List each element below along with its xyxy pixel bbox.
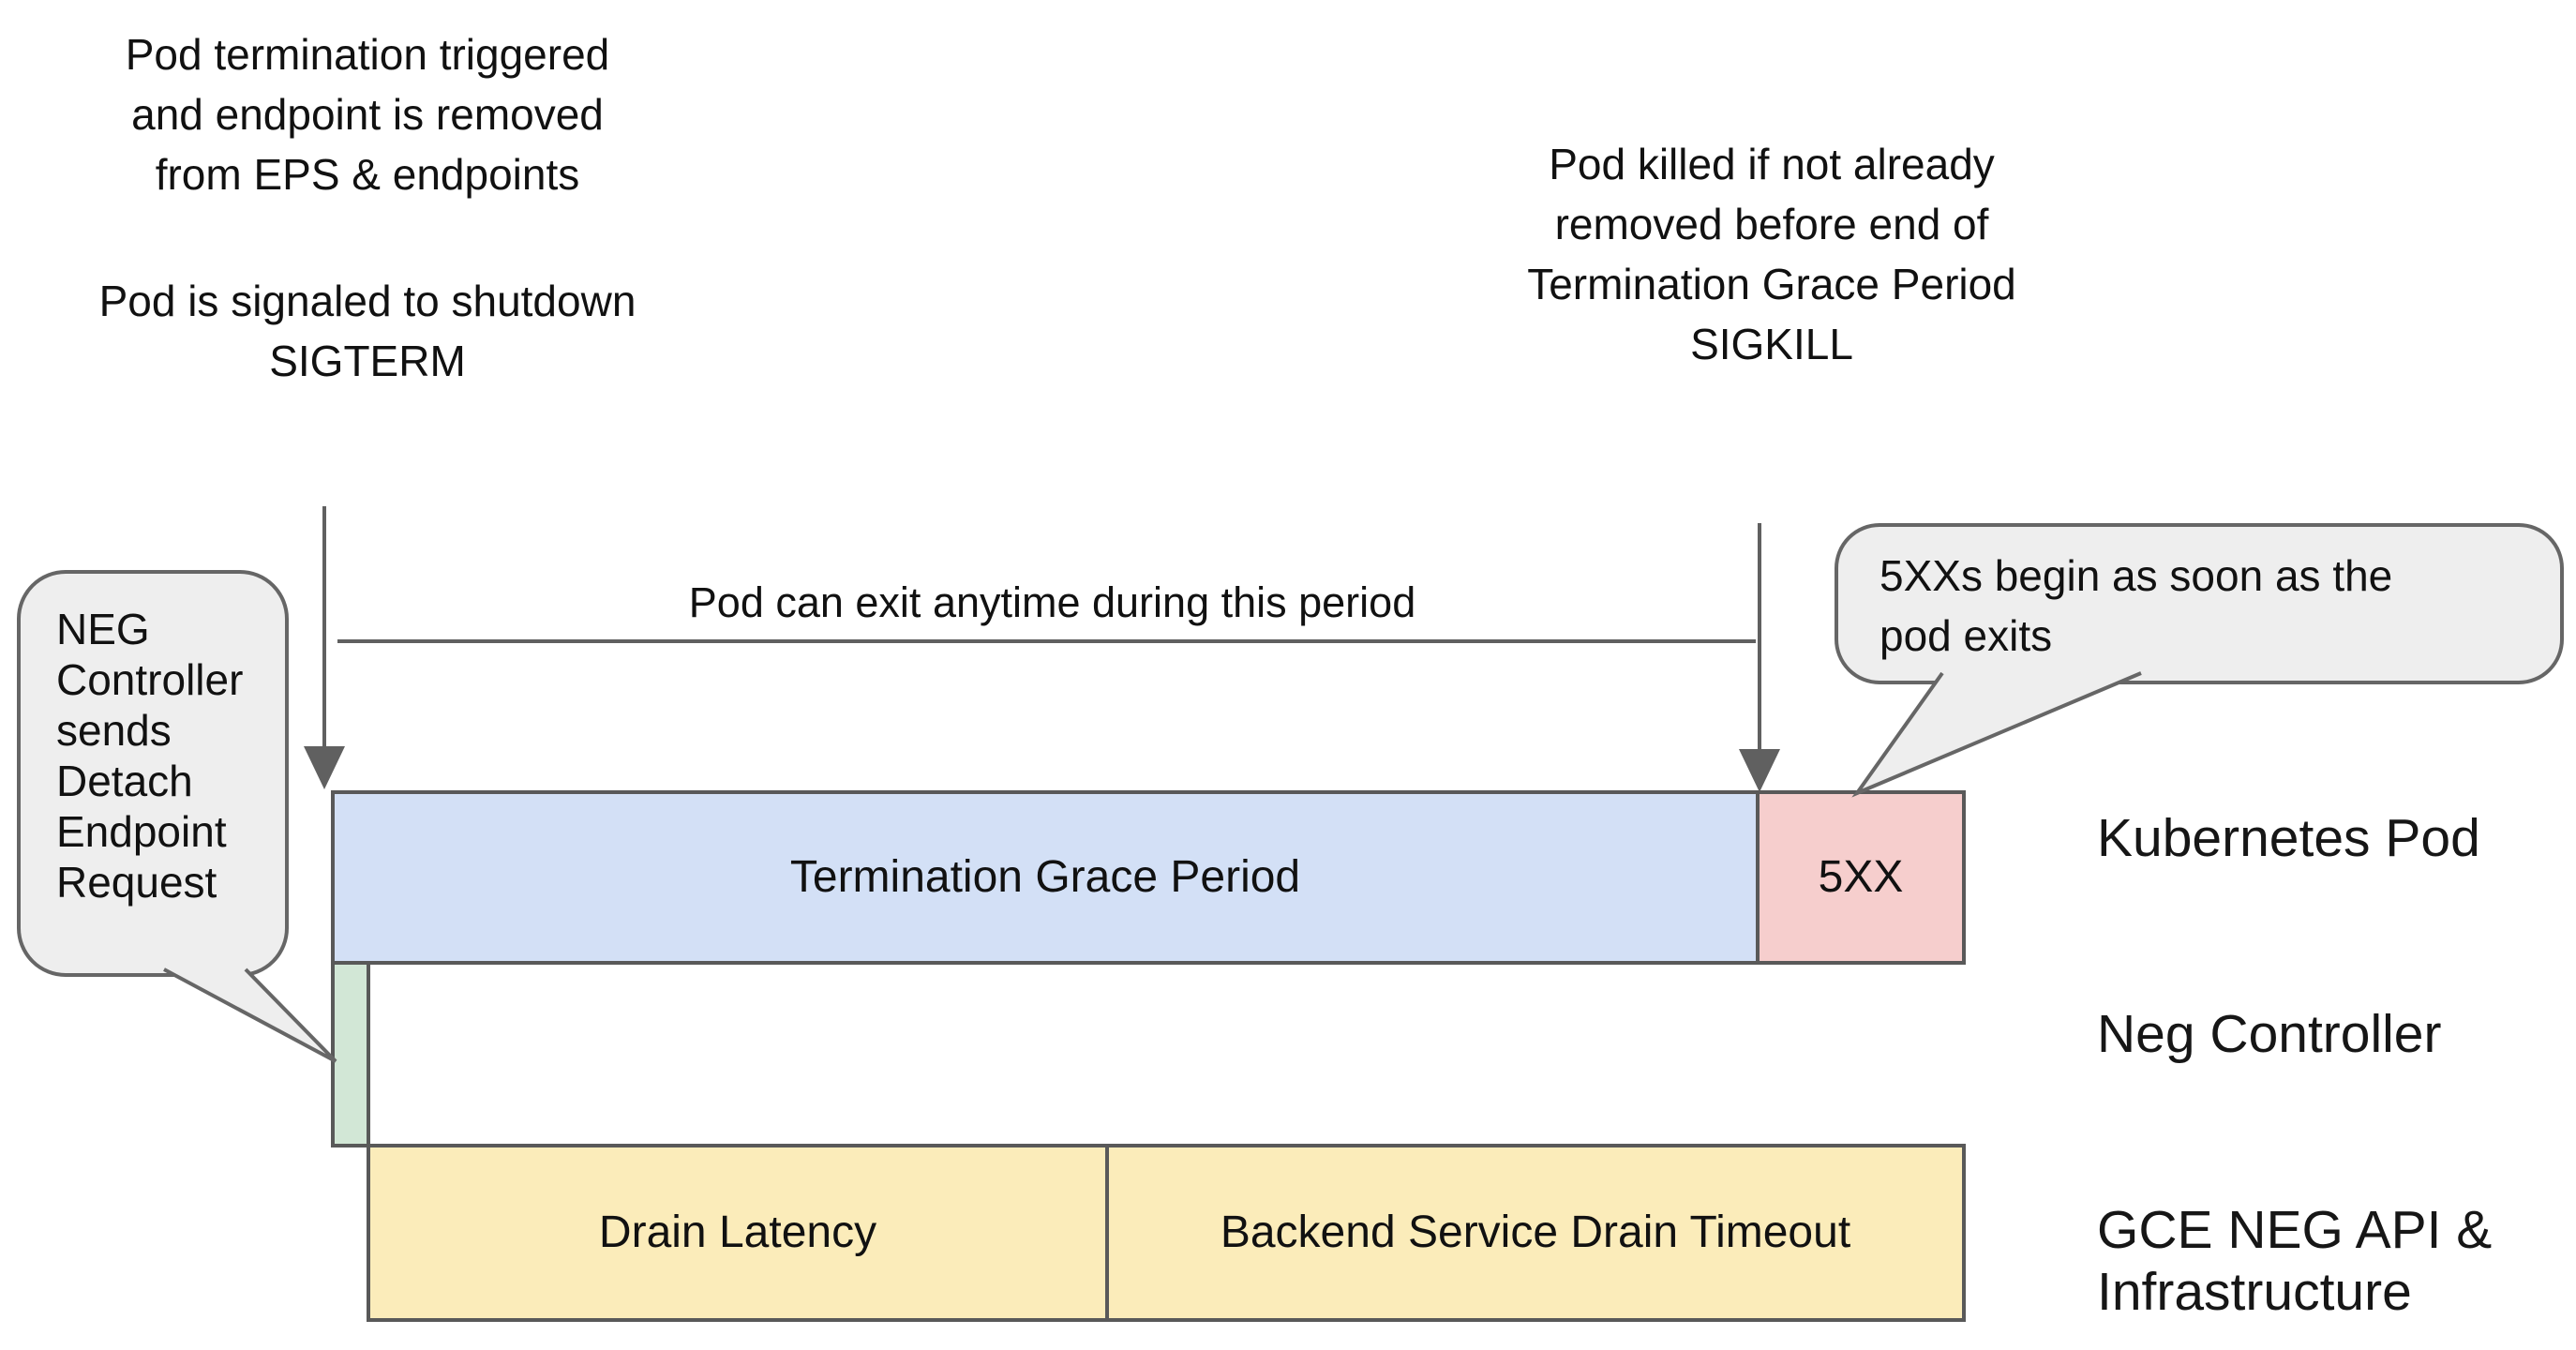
errors-5xx-label: 5XX <box>1818 852 1904 902</box>
drain-latency-label: Drain Latency <box>598 1208 877 1257</box>
row-label-kubernetes-pod: Kubernetes Pod <box>2097 808 2480 868</box>
errors-5xx-bar: 5XX <box>1756 790 1966 965</box>
note-pod-sigterm: Pod is signaled to shutdown SIGTERM <box>98 277 637 385</box>
gce-drain-bar: Drain Latency Backend Service Drain Time… <box>367 1144 1966 1322</box>
termination-grace-period-label: Termination Grace Period <box>789 852 1301 902</box>
drain-timeout-segment: Backend Service Drain Timeout <box>1109 1148 1962 1318</box>
sigkill-arrowhead-icon <box>1739 749 1780 792</box>
row-label-neg-controller: Neg Controller <box>2097 1004 2442 1064</box>
drain-timeout-label: Backend Service Drain Timeout <box>1220 1208 1851 1257</box>
callout-neg-tail-outline <box>163 968 337 1063</box>
callout-errors-begin: 5XXs begin as soon as the pod exits <box>1835 523 2564 684</box>
row-label-gce: GCE NEG API & Infrastructure <box>2097 1200 2493 1322</box>
callout-neg-controller-text: NEG Controller sends Detach Endpoint Req… <box>56 605 244 907</box>
note-exit-window: Pod can exit anytime during this period <box>688 578 1416 626</box>
termination-grace-period-bar: Termination Grace Period <box>331 790 1760 965</box>
drain-latency-segment: Drain Latency <box>370 1148 1109 1318</box>
callout-errors-tail <box>1857 673 2141 793</box>
sigterm-arrowhead-icon <box>304 746 345 789</box>
note-pod-killed: Pod killed if not already removed before… <box>1527 140 2016 368</box>
callout-neg-controller: NEG Controller sends Detach Endpoint Req… <box>17 570 289 977</box>
callout-neg-tail <box>164 969 336 1061</box>
callout-errors-tail-outline <box>1851 671 2142 798</box>
neg-detach-request-bar <box>331 961 370 1148</box>
note-pod-termination: Pod termination triggered and endpoint i… <box>125 30 610 199</box>
callout-errors-begin-text: 5XXs begin as soon as the pod exits <box>1880 551 2393 660</box>
